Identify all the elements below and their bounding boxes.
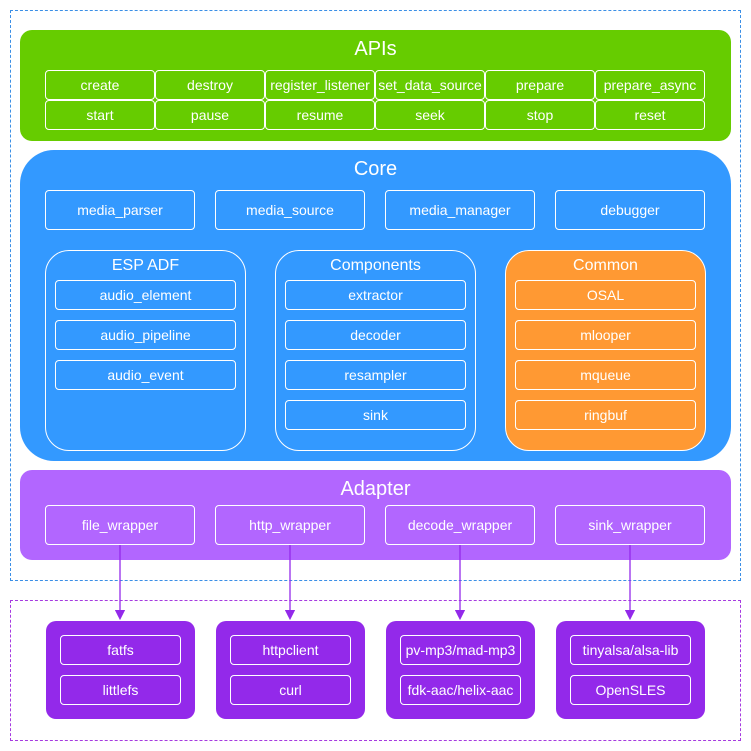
api-set-data-source-button: set_data_source: [375, 70, 485, 100]
common-item: ringbuf: [515, 400, 696, 430]
api-register-listener-button: register_listener: [265, 70, 375, 100]
api-resume-button: resume: [265, 100, 375, 130]
common-item: mqueue: [515, 360, 696, 390]
esp-adf-item: audio_element: [55, 280, 236, 310]
common-group: Common OSAL mlooper mqueue ringbuf: [505, 250, 706, 451]
core-title: Core: [353, 158, 398, 180]
adapter-file-wrapper: file_wrapper: [45, 505, 195, 545]
common-title: Common: [573, 257, 638, 274]
esp-adf-item: audio_event: [55, 360, 236, 390]
api-stop-button: stop: [485, 100, 595, 130]
framework-outline: [10, 10, 741, 581]
esp-adf-item: audio_pipeline: [55, 320, 236, 350]
api-prepare-button: prepare: [485, 70, 595, 100]
library-block: pv-mp3/mad-mp3 fdk-aac/helix-aac: [386, 621, 535, 719]
library-item: curl: [230, 675, 351, 705]
common-item: mlooper: [515, 320, 696, 350]
components-item: sink: [285, 400, 466, 430]
core-panel: Core media_parser media_source media_manag…: [20, 150, 731, 461]
core-module-debugger: debugger: [555, 190, 705, 230]
esp-adf-title: ESP ADF: [111, 257, 180, 274]
library-item: littlefs: [60, 675, 181, 705]
api-pause-button: pause: [155, 100, 265, 130]
core-module-media-manager: media_manager: [385, 190, 535, 230]
library-block: httpclient curl: [216, 621, 365, 719]
adapter-title: Adapter: [340, 478, 411, 500]
library-item: pv-mp3/mad-mp3: [400, 635, 521, 665]
api-prepare-async-button: prepare_async: [595, 70, 705, 100]
library-item: fdk-aac/helix-aac: [400, 675, 521, 705]
components-title: Components: [330, 257, 421, 274]
adapter-sink-wrapper: sink_wrapper: [555, 505, 705, 545]
api-create-button: create: [45, 70, 155, 100]
api-start-button: start: [45, 100, 155, 130]
adapter-panel: Adapter file_wrapper http_wrapper decode_w…: [20, 470, 731, 560]
components-group: Components extractor decoder resampler sink: [275, 250, 476, 451]
library-item: httpclient: [230, 635, 351, 665]
api-reset-button: reset: [595, 100, 705, 130]
adapter-http-wrapper: http_wrapper: [215, 505, 365, 545]
core-module-media-parser: media_parser: [45, 190, 195, 230]
core-module-media-source: media_source: [215, 190, 365, 230]
library-item: tinyalsa/alsa-lib: [570, 635, 691, 665]
common-item: OSAL: [515, 280, 696, 310]
library-item: fatfs: [60, 635, 181, 665]
library-block: fatfs littlefs: [46, 621, 195, 719]
components-item: resampler: [285, 360, 466, 390]
libraries-outline: [10, 600, 741, 741]
api-destroy-button: destroy: [155, 70, 265, 100]
components-item: decoder: [285, 320, 466, 350]
library-item: OpenSLES: [570, 675, 691, 705]
api-seek-button: seek: [375, 100, 485, 130]
apis-title: APIs: [354, 38, 397, 60]
components-item: extractor: [285, 280, 466, 310]
adapter-decode-wrapper: decode_wrapper: [385, 505, 535, 545]
